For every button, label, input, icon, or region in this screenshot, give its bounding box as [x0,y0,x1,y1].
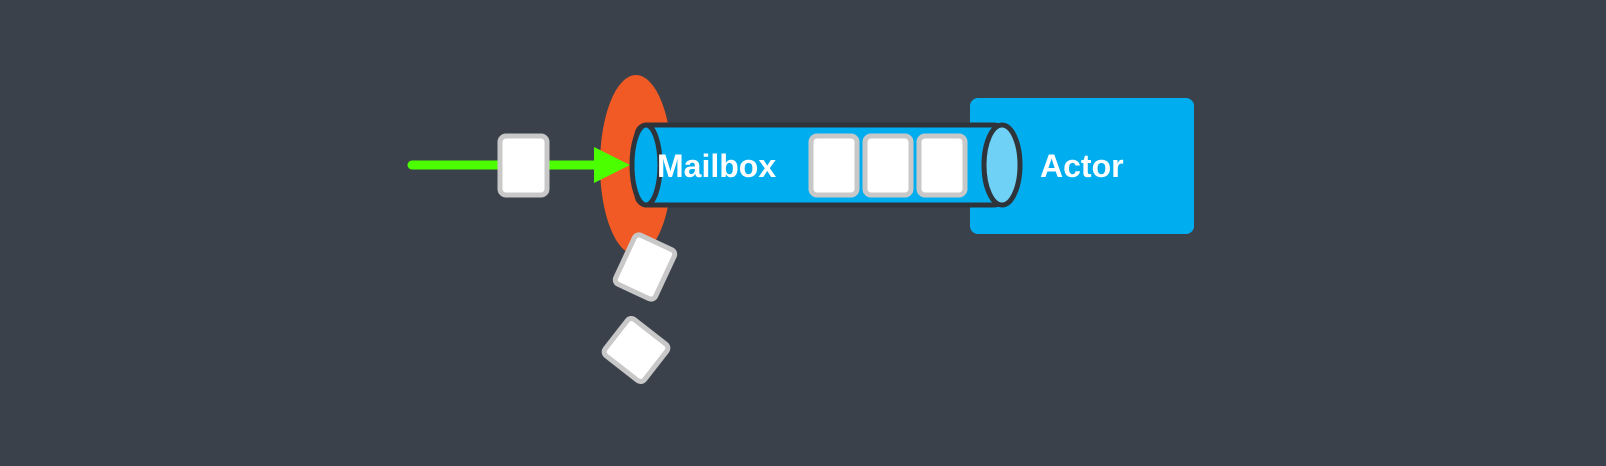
queued-message [916,133,968,198]
dropped-message [612,232,678,302]
queued-message [808,133,860,198]
queued-message [862,133,914,198]
actor-box [970,98,1194,234]
dropped-message [601,316,671,384]
mailbox-label: Mailbox [657,148,776,184]
actor-label: Actor [1040,148,1124,184]
mailbox-entry-cap [629,122,663,208]
incoming-message [497,133,550,198]
mailbox-exit-cap [981,122,1023,208]
